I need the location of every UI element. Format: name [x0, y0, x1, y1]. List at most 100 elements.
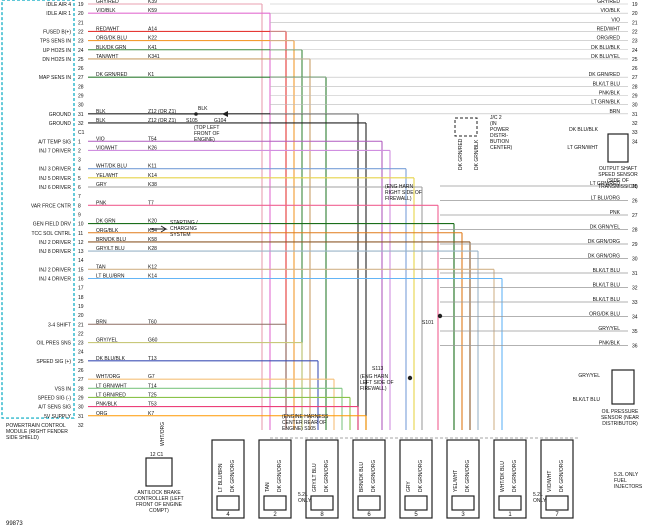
s101-splice-dot	[437, 313, 443, 319]
pcm-pin-label: TPS SENS IN	[40, 39, 72, 45]
ground-location: FRONT OF	[194, 131, 219, 137]
right-pin-color: LT BLU/ORG	[591, 196, 620, 202]
pcm-pin-label: GROUND	[49, 121, 72, 127]
pcm-pin-label: INJ 7 DRIVER	[39, 148, 71, 154]
pcm-wire-circuit: G60	[148, 338, 158, 344]
right-pin-number: 35	[632, 329, 638, 335]
right-pin-color: PNK	[610, 210, 621, 216]
pcm-pin-label: INJ 4 DRIVER	[39, 277, 71, 283]
pcm-wire-circuit: K341	[148, 54, 160, 60]
output-shaft-sensor	[607, 133, 629, 163]
starting-system-label: SYSTEM	[170, 232, 191, 238]
pcm-pin-number: 17	[78, 286, 84, 292]
right-pin-number: 27	[632, 213, 638, 219]
pcm-pin-number: 9	[78, 212, 81, 218]
pcm-wire-color: YEL/WHT	[96, 173, 118, 179]
pcm-pin-number: 22	[78, 331, 84, 337]
fuel-injectors-label: FUEL	[614, 478, 627, 484]
pcm-wire-circuit: K59	[148, 8, 157, 14]
jc2-label: CENTER)	[490, 145, 513, 151]
pcm-pin-number: 24	[78, 48, 84, 54]
pcm-pin-number: 23	[78, 341, 84, 347]
pcm-pin-number: 22	[78, 29, 84, 35]
pcm-wire-circuit: K38	[148, 182, 157, 188]
pcm-pin-label: A/T SENS SIG	[38, 405, 71, 411]
pcm-wire-color: LT BLU/BRN	[96, 274, 125, 280]
pcm-wire-color: ORG	[96, 411, 108, 417]
ground-location: ENGINE)	[194, 137, 215, 143]
injector-plug	[451, 495, 475, 511]
harness-center-label: (ENGINE HARNESS	[282, 414, 329, 420]
pcm-wire-color: TAN/WHT	[96, 54, 118, 60]
right-pin-color: DK BLU/YEL	[591, 54, 620, 60]
injector-number: 8	[320, 512, 324, 518]
pcm-wire-circuit: T7	[148, 200, 154, 206]
ground-id: G104	[214, 118, 226, 124]
harness-center-label: ENGINE) S105	[282, 426, 316, 432]
abs-label: COMPT)	[149, 508, 169, 514]
pcm-wire-color: PNK	[96, 200, 107, 206]
wire-layer	[88, 3, 628, 439]
injector-wire-b: DK GRN/ORG	[277, 460, 283, 492]
injector-wire-a: WHT/DK BLU	[500, 461, 506, 492]
right-pin-color: ORG/DK BLU	[589, 312, 620, 318]
pcm-wire-color: DK GRN/RED	[96, 72, 128, 78]
right-pin-number: 33	[632, 300, 638, 306]
injector-wire-a: BRN/DK BLU	[359, 462, 365, 492]
right-pin-color: LT GRN/RED	[590, 181, 620, 187]
pcm-pin-number: 25	[78, 57, 84, 63]
right-pin-number: 28	[632, 84, 638, 90]
os-wire-b: LT GRN/WHT	[567, 145, 598, 151]
pcm-pin-number: 31	[78, 112, 84, 118]
injector-number: 5	[414, 512, 418, 518]
output-shaft-label: SPEED SENSOR	[598, 172, 638, 178]
injector-number: 7	[555, 512, 559, 518]
pcm-pin-number: 13	[78, 249, 84, 255]
pcm-wire-circuit: K14	[148, 173, 157, 179]
pcm-wire-circuit: K14	[148, 274, 157, 280]
injector-note: ONLY	[533, 498, 547, 504]
pcm-wire-circuit: K20	[148, 219, 157, 225]
pcm-pin-number: 16	[78, 277, 84, 283]
harness-right-label: FIREWALL)	[385, 196, 412, 202]
pcm-wire-circuit: K54	[148, 228, 157, 234]
pcm-pin-number: 5	[78, 176, 81, 182]
pcm-wire-circuit: T25	[148, 392, 157, 398]
oil-pressure-label: DISTRIBUTOR)	[602, 421, 638, 427]
pcm-wire-color: GRY/RED	[96, 0, 119, 5]
pcm-wire-circuit: T13	[148, 356, 157, 362]
pcm-wire-color: BLK	[96, 118, 106, 124]
pcm-pin-label: INJ 6 DRIVER	[39, 185, 71, 191]
injector-number: 1	[508, 512, 512, 518]
s113-splice-dot	[407, 375, 413, 381]
fuel-injectors-label: 5.2L ONLY	[614, 472, 639, 478]
pcm-pin-number: 31	[78, 414, 84, 420]
injector-plug	[263, 495, 287, 511]
pcm-wire-circuit: K22	[148, 36, 157, 42]
jc2-label: (IN	[490, 121, 497, 127]
starting-system-label: CHARGING	[170, 226, 197, 232]
pcm-pin-label: FUSED B(+)	[43, 29, 71, 35]
jc2-label: POWER	[490, 127, 509, 133]
pcm-wire-color: VIO	[96, 136, 105, 142]
pcm-pin-number: 6	[78, 185, 81, 191]
right-pin-color: ORG/RED	[597, 36, 621, 42]
pcm-pin-number: C1	[78, 130, 85, 136]
pcm-pin-label: IDLE AIR 4	[46, 2, 71, 8]
right-pin-number: 22	[632, 29, 638, 35]
right-pin-color: DK GRN/ORG	[588, 239, 620, 245]
fuel-injectors-label: INJECTORS	[614, 484, 643, 490]
pcm-wire-circuit: T14	[148, 383, 157, 389]
injector-plug	[310, 495, 334, 511]
pcm-wire-color: BRN	[96, 319, 107, 325]
right-pin-number: 31	[632, 271, 638, 277]
pcm-pin-number: 12	[78, 240, 84, 246]
pcm-pin-number: 19	[78, 304, 84, 310]
pcm-pin-number: 11	[78, 231, 83, 237]
harness-right-label: (ENG HARN	[385, 184, 413, 190]
right-pin-number: 30	[632, 103, 638, 109]
injector-wire-b: DK GRN/ORG	[418, 460, 424, 492]
right-pin-number: 31	[632, 112, 638, 118]
pcm-pin-number: 29	[78, 94, 84, 100]
oil-pressure-label: OIL PRESSURE	[602, 409, 639, 415]
